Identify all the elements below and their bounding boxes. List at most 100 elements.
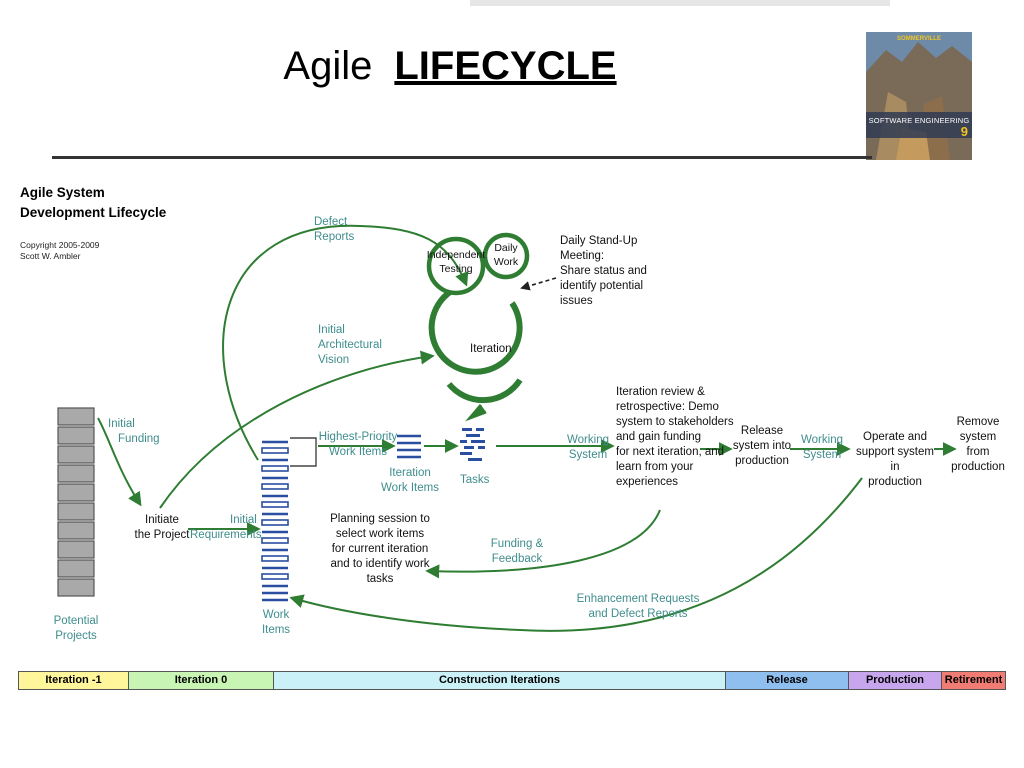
working-system-2-line2: System [802,449,842,461]
standup-line2: Meeting: [560,250,605,262]
review-line7: experiences [616,476,679,488]
tasks-icon [460,428,485,461]
standup-dashed-arrow [520,277,557,291]
iteration-work-items-stack [397,434,421,459]
independent-testing-label: Independent Testing [424,248,488,276]
initiate-line2: the Project [134,529,190,541]
defect-reports-line1: Defect [314,216,348,228]
working-system-label-1: Working System [566,433,610,463]
copyright-line1: Copyright 2005-2009 [20,240,100,250]
review-line1: Iteration review & [616,386,705,398]
potential-projects-line1: Potential [53,615,99,627]
arch-vision-line3: Vision [318,354,350,366]
planning-line1: Planning session to [330,513,430,525]
iteration-work-items-label: Iteration Work Items [380,466,440,496]
standup-line3: Share status and [560,265,647,277]
phase-construction-iterations: Construction Iterations [274,672,726,689]
review-line3: system to stakeholders [616,416,734,428]
operate-label: Operate and support system in production [852,430,938,490]
phase-release: Release [726,672,849,689]
work-items-line1: Work [262,609,290,621]
defect-reports-label: Defect Reports [314,215,354,245]
daily-work-line2: Work [493,256,519,268]
header-decoration [470,0,890,6]
tasks-label: Tasks [460,474,490,486]
funding-feedback-label: Funding & Feedback [486,537,548,567]
working-system-1-line2: System [568,449,608,461]
phase-iteration-1: Iteration -1 [19,672,129,689]
book-author: SOMMERVILLE [897,36,941,42]
arch-vision-line2: Architectural [318,339,382,351]
working-system-1-line1: Working [567,434,609,446]
phase-retirement: Retirement [942,672,1005,689]
iteration-cycle [426,232,530,422]
initial-requirements-label: Initial Requirements [190,513,262,543]
remove-label: Remove system from production [950,415,1006,475]
highest-priority-line1: Highest-Priority [318,431,398,443]
initial-requirements-line1: Initial [230,514,257,526]
work-items-line2: Items [261,624,291,636]
daily-work-line1: Daily [494,242,518,254]
potential-projects-label: Potential Projects [50,614,102,644]
arch-vision-arrow [159,350,435,509]
review-line6: learn from your [616,461,694,473]
remove-line4: production [951,461,1005,473]
operate-line3: production [868,476,922,488]
planning-session-label: Planning session to select work items fo… [330,512,430,587]
funding-feedback-line1: Funding & [490,538,544,550]
planning-line4: and to identify work [330,558,430,570]
slide-title-plain: Agile [283,44,373,88]
standup-line4: identify potential [560,280,644,292]
potential-projects-stack [57,407,95,597]
book-cover-image: SOMMERVILLE SOFTWARE ENGINEERING 9 [866,32,972,160]
working-system-label-2: Working System [798,433,846,463]
book-title: SOFTWARE ENGINEERING [868,116,970,125]
planning-line2: select work items [335,528,425,540]
release-line1: Release [740,425,784,437]
remove-line2: system [959,431,997,443]
diagram-copyright: Copyright 2005-2009 Scott W. Ambler [20,240,99,262]
work-items-stack [261,437,317,602]
diagram-title: Agile System Development Lifecycle [20,183,166,223]
initial-requirements-line2: Requirements [190,529,262,541]
working-system-2-line1: Working [801,434,843,446]
release-line2: system into [732,440,792,452]
initiate-label: Initiate the Project [132,513,192,543]
iteration-review-label: Iteration review & retrospective: Demo s… [616,385,734,490]
iteration-work-items-line1: Iteration [389,467,431,479]
enhancement-requests-label: Enhancement Requests and Defect Reports [576,592,700,622]
iteration-label: Iteration [470,343,512,355]
defect-reports-arrow [222,224,469,461]
review-line5: for next iteration, and [616,446,725,458]
defect-reports-line2: Reports [314,231,355,243]
highest-priority-line2: Work Items [329,446,387,458]
initial-funding-label: Initial Funding [108,417,160,447]
enhancement-line2: and Defect Reports [588,608,688,620]
operate-line1: Operate and [863,431,927,443]
highest-priority-label: Highest-Priority Work Items [312,430,404,460]
potential-projects-line2: Projects [55,630,97,642]
initial-funding-arrow [97,417,142,507]
review-line2: retrospective: Demo [616,401,719,413]
remove-line1: Remove [956,416,1000,428]
independent-testing-line2: Testing [439,263,473,275]
work-items-label: Work Items [258,608,294,638]
planning-line5: tasks [366,573,394,585]
book-edition: 9 [960,124,968,139]
initial-funding-line1: Initial [108,418,135,430]
release-line3: production [735,455,789,467]
iteration-work-items-line2: Work Items [381,482,439,494]
initiate-line1: Initiate [145,514,179,526]
title-divider [52,156,872,159]
arch-vision-label: Initial Architectural Vision [318,323,382,368]
enhancement-requests-arrow [289,477,863,632]
standup-line1: Daily Stand-Up [560,235,638,247]
copyright-line2: Scott W. Ambler [20,251,81,261]
planning-line3: for current iteration [331,543,429,555]
remove-line3: from [966,446,990,458]
daily-work-label: Daily Work [490,241,522,269]
release-label: Release system into production [730,424,794,469]
diagram-title-line1: Agile System [20,185,105,200]
